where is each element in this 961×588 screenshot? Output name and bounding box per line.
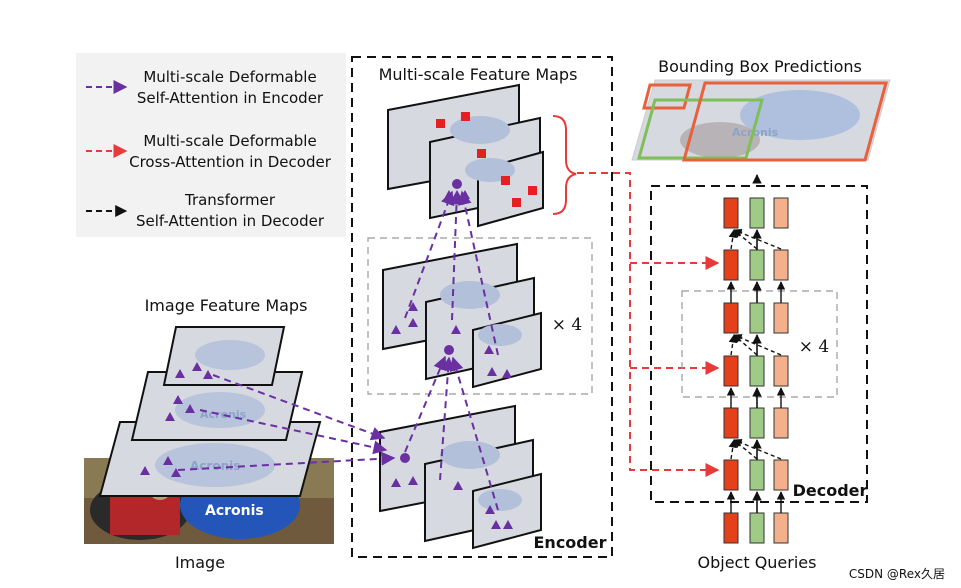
photo-text: Acronis [200,408,247,421]
query-token [723,407,739,439]
query-token [773,459,789,491]
query-token [723,459,739,491]
query-token [749,512,765,544]
self-attention-arrow [733,439,758,460]
image-label: Image [175,553,225,572]
encoder-output-maps [387,83,544,228]
legend-item-encoder-self-attention: Multi-scale Deformable Self-Attention in… [86,68,324,107]
encoder-label: Encoder [534,533,607,552]
query-token [749,249,765,281]
legend-label-line2: Self-Attention in Encoder [137,89,324,107]
watermark: CSDN @Rex久居 [849,567,945,581]
query-token [749,355,765,387]
legend-label-line1: Multi-scale Deformable [143,68,316,86]
query-token [773,302,789,334]
bounding-box-image: Acronis [631,79,891,162]
query-token [749,459,765,491]
query-token [773,355,789,387]
decoder-repeat-label: × 4 [799,337,829,357]
reference-points-red [436,112,537,207]
query-token [723,512,739,544]
multi-scale-feature-maps-label: Multi-scale Feature Maps [379,65,578,84]
query-token [723,197,739,229]
query-token [749,407,765,439]
self-attention-arrow [728,229,737,250]
self-attention-arrow [733,334,782,356]
query-token [773,407,789,439]
legend-panel: Multi-scale Deformable Self-Attention in… [76,53,346,237]
encoder-attention-arrows [177,190,499,511]
sampling-points-image-maps [140,362,213,477]
query-points [400,179,462,463]
legend-label-line1: Transformer [184,191,276,209]
self-attention-arrow [733,229,758,250]
object-queries-label: Object Queries [698,553,817,572]
decoder-label: Decoder [793,481,868,500]
predicted-box-green [637,98,764,160]
legend-label-line2: Cross-Attention in Decoder [129,153,332,171]
self-attention-arrow [733,438,782,460]
feature-maps-brace [552,115,577,215]
photo-text: Acronis [205,503,264,519]
legend-label-line1: Multi-scale Deformable [143,132,316,150]
self-attention-arrow [728,334,738,356]
query-token [749,197,765,229]
query-token [773,197,789,229]
decoder-repeat-box [681,290,838,398]
encoder-repeat-label: × 4 [552,315,582,335]
encoder-middle-maps [382,242,542,389]
query-token [773,249,789,281]
query-token [723,249,739,281]
self-attention-arrow [728,439,737,460]
predicted-box-small [642,83,692,110]
photo-text: Acronis [732,126,779,139]
legend-label-line2: Self-Attention in Decoder [136,212,325,230]
legend-item-decoder-cross-attention: Multi-scale Deformable Cross-Attention i… [86,132,332,171]
predicted-box-large [682,81,888,162]
self-attention-arrow [733,334,758,356]
query-token [773,512,789,544]
legend-item-decoder-self-attention: Transformer Self-Attention in Decoder [86,191,325,230]
cross-attention-arrows [577,172,720,477]
query-token [749,302,765,334]
query-token [723,302,739,334]
query-token [723,355,739,387]
encoder-box [351,56,613,558]
encoder-input-maps [379,404,542,550]
encoder-repeat-box [367,237,593,395]
image-feature-maps-label: Image Feature Maps [145,296,308,315]
decoder-box [650,185,868,503]
decoder-token-rows [723,197,789,544]
bounding-box-predictions-label: Bounding Box Predictions [658,57,862,76]
self-attention-arrow [733,228,782,250]
